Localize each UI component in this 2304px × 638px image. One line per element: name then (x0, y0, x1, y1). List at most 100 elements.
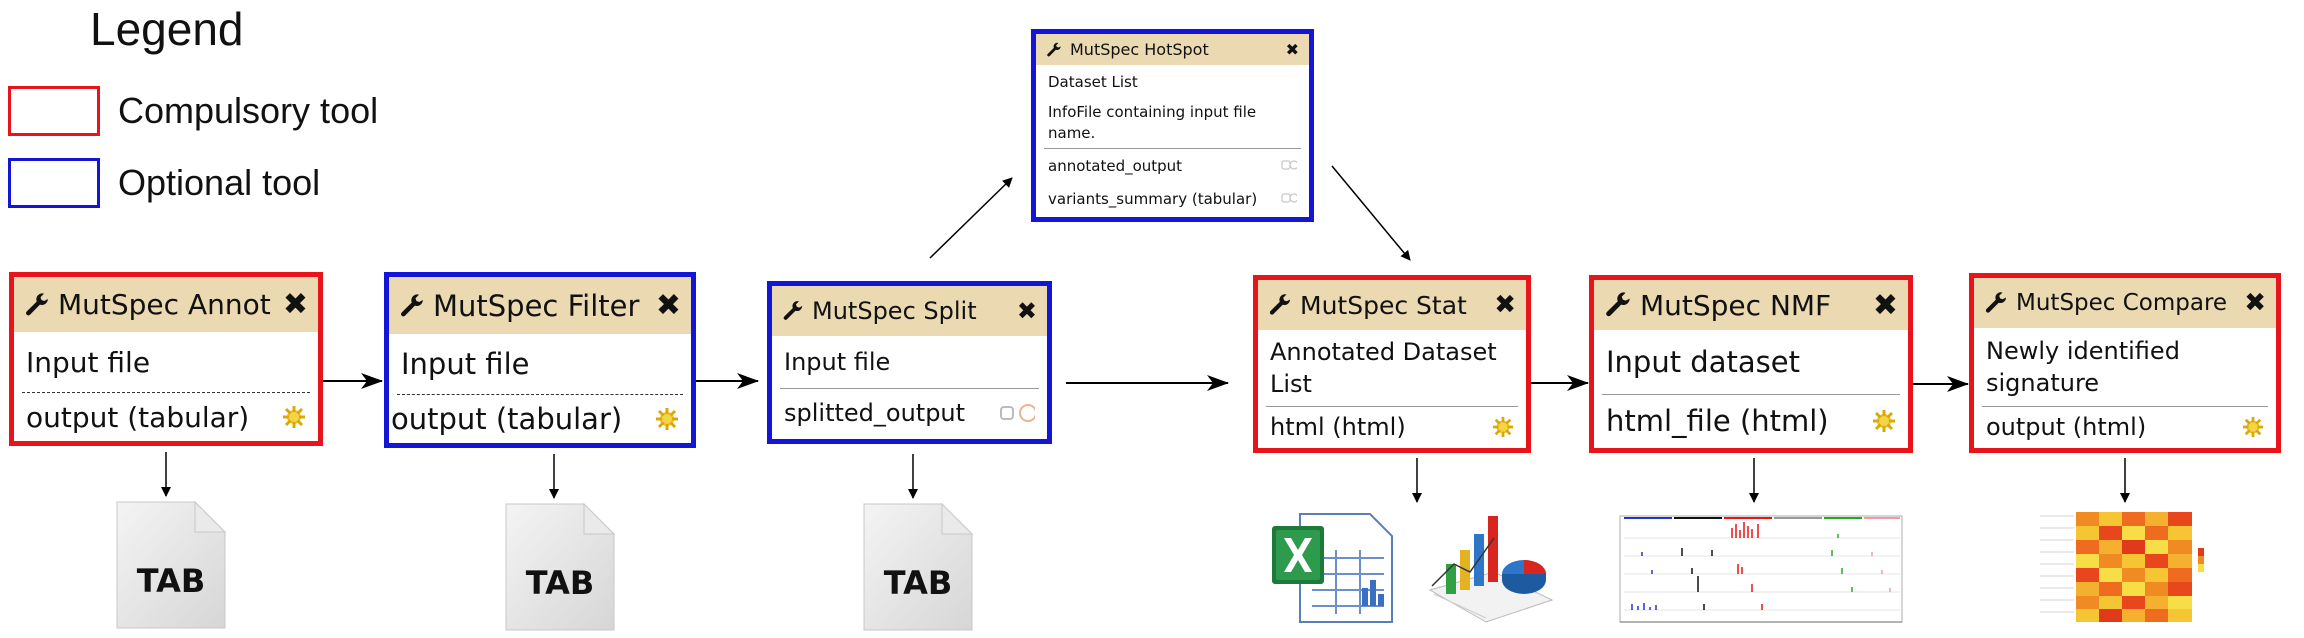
wrench-icon (1046, 42, 1062, 58)
tool-hotspot-input-dataset[interactable]: Dataset List (1036, 65, 1309, 98)
tab-file-icon: TAB (502, 502, 617, 632)
gear-icon[interactable] (655, 407, 679, 431)
tool-stat-title: MutSpec Stat (1300, 290, 1467, 320)
wrench-icon (782, 300, 804, 322)
connector-icon[interactable] (999, 402, 1035, 424)
tool-compare[interactable]: MutSpec Compare ✖ Newly identified signa… (1969, 273, 2281, 453)
tool-compare-header[interactable]: MutSpec Compare ✖ (1974, 278, 2276, 328)
tab-file-icon: TAB (113, 500, 228, 630)
gear-icon[interactable] (2242, 416, 2264, 438)
tool-hotspot-output1-label: annotated_output (1048, 156, 1183, 175)
tool-split-output[interactable]: splitted_output (772, 389, 1047, 437)
chart-icon (1424, 514, 1554, 628)
tool-annot-input-label: Input file (26, 345, 151, 379)
divider (1044, 148, 1301, 149)
tool-compare-input[interactable]: Newly identified signature (1974, 328, 2276, 406)
tool-nmf-input[interactable]: Input dataset (1594, 330, 1908, 394)
arrow-hotspot-to-stat (1331, 165, 1411, 261)
tool-nmf-output-label: html_file (html) (1606, 404, 1829, 438)
tool-hotspot-output-summary[interactable]: variants_summary (tabular) (1036, 182, 1309, 215)
tool-split-input-label: Input file (784, 348, 891, 376)
tool-nmf[interactable]: MutSpec NMF ✖ Input dataset html_file (h… (1589, 275, 1913, 453)
tool-annot-input[interactable]: Input file (14, 332, 318, 392)
gear-icon[interactable] (1872, 409, 1896, 433)
wrench-icon (24, 292, 50, 318)
tab-label: TAB (884, 564, 953, 602)
tool-filter-title: MutSpec Filter (433, 288, 640, 323)
tool-hotspot[interactable]: MutSpec HotSpot ✖ Dataset List InfoFile … (1031, 29, 1314, 222)
wrench-icon (1268, 293, 1292, 317)
tool-compare-input-label: Newly identified signature (1986, 337, 2180, 397)
tool-stat-input-label: Annotated Dataset List (1270, 338, 1497, 398)
tool-filter-input-label: Input file (401, 347, 530, 381)
divider (1266, 406, 1518, 407)
tool-split[interactable]: MutSpec Split ✖ Input file splitted_outp… (767, 281, 1052, 444)
tool-hotspot-header[interactable]: MutSpec HotSpot ✖ (1036, 34, 1309, 65)
tool-filter-header[interactable]: MutSpec Filter ✖ (389, 277, 691, 334)
tool-split-header[interactable]: MutSpec Split ✖ (772, 286, 1047, 336)
tool-split-title: MutSpec Split (812, 297, 977, 325)
tool-nmf-output[interactable]: html_file (html) (1594, 395, 1908, 447)
tool-filter-output[interactable]: output (tabular) (389, 395, 691, 443)
tab-label: TAB (137, 562, 206, 600)
close-icon[interactable]: ✖ (1872, 287, 1898, 323)
tool-nmf-input-label: Input dataset (1606, 345, 1800, 379)
tool-stat-header[interactable]: MutSpec Stat ✖ (1258, 280, 1526, 330)
tab-file-icon: TAB (860, 502, 975, 632)
tool-nmf-title: MutSpec NMF (1640, 288, 1832, 322)
tool-compare-output-label: output (html) (1986, 413, 2147, 441)
tool-stat-input[interactable]: Annotated Dataset List (1258, 330, 1526, 406)
legend-optional-label: Optional tool (118, 162, 321, 203)
tool-annot-output-label: output (tabular) (26, 400, 250, 434)
excel-icon (1270, 510, 1395, 629)
close-icon[interactable]: ✖ (1494, 290, 1516, 320)
wrench-icon (1984, 291, 2008, 315)
close-icon[interactable]: ✖ (1016, 297, 1037, 325)
gear-icon[interactable] (282, 405, 306, 429)
legend-compulsory-label: Compulsory tool (118, 90, 379, 131)
tool-split-input[interactable]: Input file (772, 336, 1047, 388)
legend-compulsory-swatch (8, 86, 100, 136)
tool-stat-output[interactable]: html (html) (1258, 407, 1526, 447)
tool-compare-title: MutSpec Compare (2016, 290, 2228, 316)
heatmap-thumbnail (2032, 508, 2212, 634)
tool-nmf-header[interactable]: MutSpec NMF ✖ (1594, 280, 1908, 330)
tool-stat-output-label: html (html) (1270, 413, 1406, 441)
tool-annot-title: MutSpec Annot (58, 288, 271, 321)
close-icon[interactable]: ✖ (655, 288, 681, 323)
legend-optional-swatch (8, 158, 100, 208)
tool-hotspot-input2-label: InfoFile containing input file name. (1048, 103, 1257, 142)
close-icon[interactable]: ✖ (282, 287, 308, 322)
arrow-split-to-hotspot (929, 177, 1013, 259)
tool-hotspot-output-annotated[interactable]: annotated_output (1036, 149, 1309, 182)
spectrum-plot-thumbnail (1612, 512, 1907, 634)
gear-icon[interactable] (1492, 416, 1514, 438)
tool-annot-output[interactable]: output (tabular) (14, 393, 318, 441)
wrench-icon (399, 293, 425, 319)
connector-icon[interactable] (1281, 157, 1299, 175)
legend-title: Legend (90, 3, 244, 55)
divider (1602, 394, 1900, 395)
tool-split-output-label: splitted_output (784, 399, 966, 427)
tool-hotspot-title: MutSpec HotSpot (1070, 40, 1209, 59)
tool-stat[interactable]: MutSpec Stat ✖ Annotated Dataset List ht… (1253, 275, 1531, 453)
tool-hotspot-input-infofile[interactable]: InfoFile containing input file name. (1036, 98, 1309, 148)
connector-icon[interactable] (1281, 190, 1299, 208)
tool-filter[interactable]: MutSpec Filter ✖ Input file output (tabu… (384, 272, 696, 448)
divider (22, 392, 310, 393)
tool-filter-input[interactable]: Input file (389, 334, 691, 394)
close-icon[interactable]: ✖ (1285, 40, 1299, 59)
wrench-icon (1604, 291, 1632, 319)
tool-filter-output-label: output (tabular) (391, 402, 623, 436)
tool-annot[interactable]: MutSpec Annot ✖ Input file output (tabul… (9, 272, 323, 446)
divider (1982, 406, 2268, 407)
divider (397, 394, 683, 395)
close-icon[interactable]: ✖ (2244, 288, 2266, 318)
divider (780, 388, 1039, 389)
tab-label: TAB (526, 564, 595, 602)
tool-hotspot-output2-label: variants_summary (tabular) (1048, 189, 1258, 208)
tool-compare-output[interactable]: output (html) (1974, 407, 2276, 447)
tool-annot-header[interactable]: MutSpec Annot ✖ (14, 277, 318, 332)
tool-hotspot-input1-label: Dataset List (1048, 72, 1138, 91)
